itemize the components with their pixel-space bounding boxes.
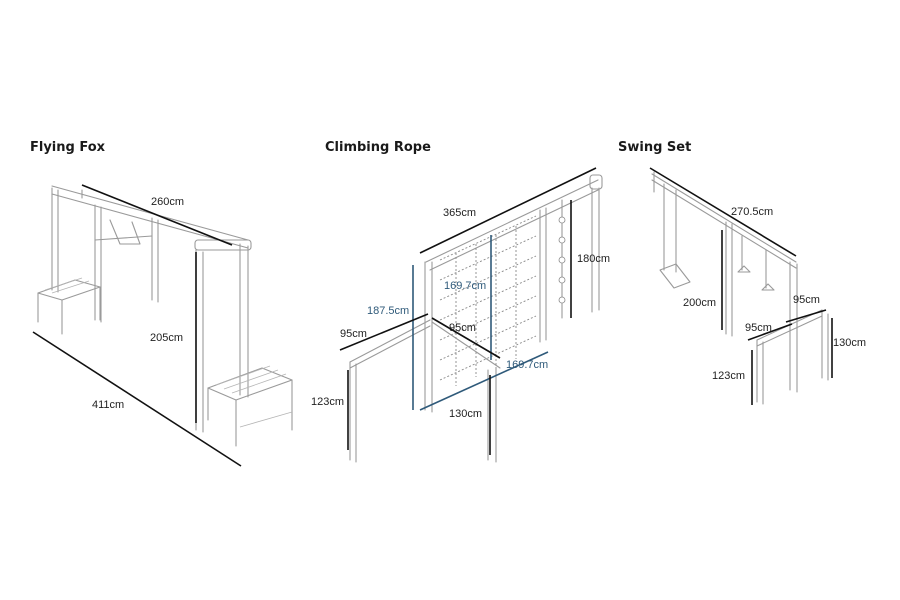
swing-set-dim-front-height: 123cm bbox=[712, 370, 745, 382]
swing-set-dim-inner-depth: 95cm bbox=[745, 322, 772, 334]
climbing-rope-dim-height: 180cm bbox=[577, 253, 610, 265]
flying-fox-frame bbox=[37, 185, 293, 447]
climbing-rope-dim-depth: 95cm bbox=[340, 328, 367, 340]
climbing-rope-title: Climbing Rope bbox=[325, 140, 431, 155]
climbing-rope-inner-depth-line bbox=[431, 317, 501, 359]
flying-fox-length-line bbox=[32, 331, 242, 467]
climbing-rope-dim-net-height: 187.5cm bbox=[367, 305, 409, 317]
climbing-rope-dim-net-inner: 169.7cm bbox=[444, 280, 486, 292]
swing-set-depth-line bbox=[785, 309, 827, 323]
climbing-rope-net-width-line bbox=[419, 351, 549, 411]
swing-set-width-line bbox=[649, 167, 797, 257]
climbing-rope-dim-net-width: 169.7cm bbox=[506, 359, 548, 371]
swing-set-dim-width: 270.5cm bbox=[731, 206, 773, 218]
climbing-rope-dim-width: 365cm bbox=[443, 207, 476, 219]
climbing-rope-dim-side-height: 123cm bbox=[311, 396, 344, 408]
climbing-rope-width-line bbox=[419, 167, 597, 254]
flying-fox-width-line bbox=[81, 184, 233, 246]
swing-set-title: Swing Set bbox=[618, 140, 691, 155]
swing-set-dim-side-height: 130cm bbox=[833, 337, 866, 349]
flying-fox-dim-height: 205cm bbox=[150, 332, 183, 344]
climbing-rope-dim-inner-depth: 95cm bbox=[449, 322, 476, 334]
swing-set-dim-height: 200cm bbox=[683, 297, 716, 309]
swing-set-inner-depth-line bbox=[747, 323, 793, 341]
swing-set-dim-depth: 95cm bbox=[793, 294, 820, 306]
flying-fox-title: Flying Fox bbox=[30, 140, 106, 155]
swing-set-group: Swing Set bbox=[618, 140, 866, 405]
climbing-rope-dim-back-height: 130cm bbox=[449, 408, 482, 420]
flying-fox-dim-width: 260cm bbox=[151, 196, 184, 208]
swing-set-frame bbox=[651, 171, 829, 405]
climbing-rope-depth-line bbox=[339, 313, 429, 351]
flying-fox-group: Flying Fox bbox=[30, 140, 293, 467]
flying-fox-dim-length: 411cm bbox=[92, 399, 124, 411]
climbing-rope-group: Climbing Rope bbox=[311, 140, 610, 463]
